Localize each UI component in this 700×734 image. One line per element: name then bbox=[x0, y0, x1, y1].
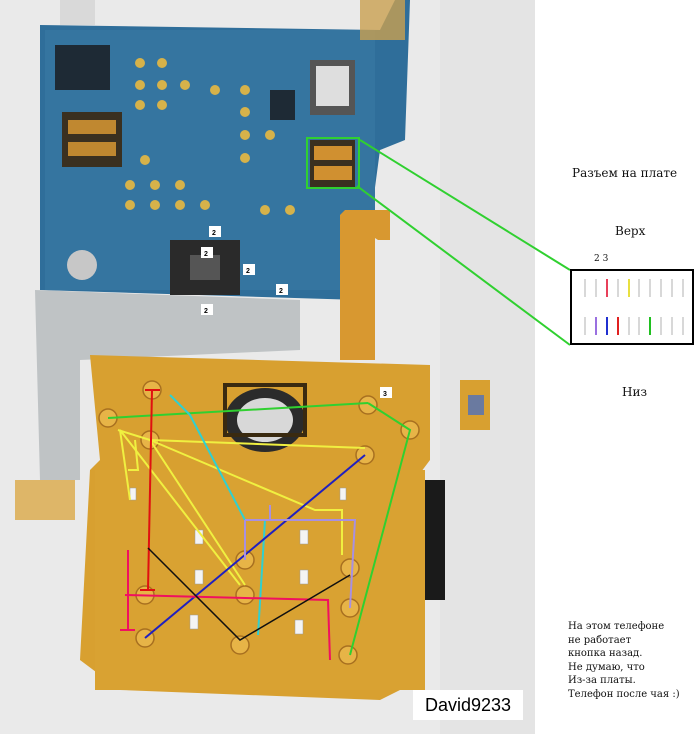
connector-pin bbox=[594, 279, 597, 297]
board-tag-1: 2 bbox=[209, 226, 221, 237]
top-label: Верх bbox=[615, 224, 646, 238]
connector-pin bbox=[584, 279, 586, 297]
side-panel bbox=[535, 0, 700, 734]
svg-text:3: 3 bbox=[383, 391, 387, 398]
connector-pin bbox=[660, 279, 663, 297]
connector-pin bbox=[616, 317, 619, 335]
connector-pin bbox=[649, 279, 652, 297]
board-tag-2: 2 bbox=[243, 264, 255, 275]
connector-pin bbox=[671, 317, 673, 335]
note-text: На этом телефоне не работает кнопка наза… bbox=[568, 620, 696, 701]
svg-text:2: 2 bbox=[279, 288, 283, 295]
svg-text:2: 2 bbox=[212, 230, 216, 237]
bottom-label: Низ bbox=[622, 385, 648, 399]
note-line: Из-за платы. bbox=[568, 675, 636, 686]
connector-pin bbox=[627, 317, 630, 335]
connector-pin bbox=[638, 279, 641, 297]
connector-pin bbox=[638, 317, 641, 335]
pin-numbers: 2 3 bbox=[594, 254, 609, 264]
note-line: не работает bbox=[568, 634, 632, 646]
connector-pin bbox=[660, 317, 663, 335]
connector-pin bbox=[671, 279, 673, 297]
connector-pin bbox=[594, 317, 597, 335]
connector-pin bbox=[605, 317, 608, 335]
connector-pin bbox=[616, 279, 619, 297]
connector-pin bbox=[681, 279, 684, 297]
board-tag-3: 2 bbox=[276, 284, 288, 295]
connector-pin bbox=[649, 317, 652, 335]
connector-highlight bbox=[306, 137, 360, 189]
connector-pin bbox=[681, 317, 684, 335]
board-tag-5: 2 bbox=[201, 247, 213, 258]
note-line: Не думаю, что bbox=[568, 661, 645, 673]
connector-title: Разъем на плате bbox=[572, 166, 678, 180]
board-tag-6: 3 bbox=[380, 387, 392, 398]
connector-bottom-row bbox=[584, 317, 684, 335]
board-photo-svg: 2 2 2 2 2 3 bbox=[0, 0, 535, 734]
connector-diagram bbox=[570, 269, 694, 345]
svg-text:2: 2 bbox=[204, 251, 208, 258]
connector-top-row bbox=[584, 279, 684, 297]
phone-board-photo: 2 2 2 2 2 3 bbox=[0, 0, 535, 734]
svg-text:2: 2 bbox=[246, 268, 250, 275]
svg-text:2: 2 bbox=[204, 308, 208, 315]
connector-pin bbox=[605, 279, 608, 297]
connector-pin bbox=[627, 279, 630, 297]
note-line: Телефон после чая :) bbox=[568, 688, 680, 700]
watermark: David9233 bbox=[413, 690, 523, 720]
note-line: На этом телефоне bbox=[568, 621, 665, 632]
board-tag-4: 2 bbox=[201, 304, 213, 315]
note-line: кнопка назад. bbox=[568, 648, 643, 659]
connector-pin bbox=[584, 317, 586, 335]
